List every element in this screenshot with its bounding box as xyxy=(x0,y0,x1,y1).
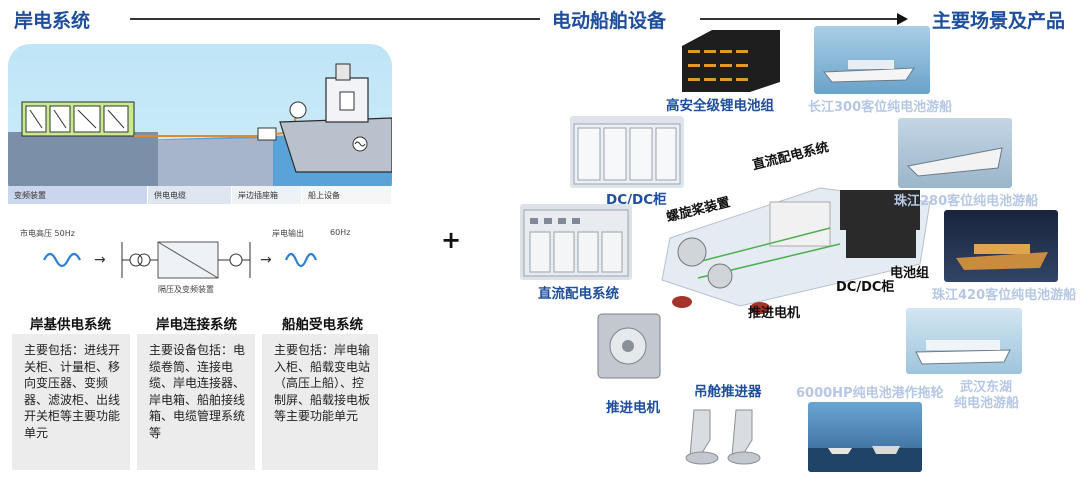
label-zhujiang420: 珠江420客位纯电池游船 xyxy=(932,288,1077,303)
svg-text:→: → xyxy=(260,252,272,268)
callout-battery: 电池组 xyxy=(890,266,930,281)
system-title-shore-supply: 岸基供电系统 xyxy=(30,317,111,333)
system-desc-ship-receiving: 主要包括：岸电输入柜、船载变电站（高压上船）、控制屏、船载接电板等主要功能单元 xyxy=(262,334,378,470)
band-shore-socket: 岸边插座箱 xyxy=(232,186,302,204)
svg-text:→: → xyxy=(94,252,106,268)
propulsion-motor-image xyxy=(588,304,668,388)
system-title-ship-receiving: 船舶受电系统 xyxy=(282,317,363,333)
arrow-right-icon xyxy=(897,13,908,25)
label-wuhan-line1: 武汉东湖 xyxy=(960,380,1013,395)
system-title-connection: 岸电连接系统 xyxy=(156,317,237,333)
wuhan-boat-image xyxy=(906,308,1022,374)
output-frequency-label: 60Hz xyxy=(330,228,351,237)
label-tugboat: 6000HP纯电池港作拖轮 xyxy=(796,386,944,401)
output-label: 岸电输出 xyxy=(272,229,304,238)
pod-thruster-image xyxy=(680,400,776,472)
header-electric-ship-equipment: 电动船舶设备 xyxy=(552,10,667,32)
band-frequency-converter: 变频装置 xyxy=(8,186,148,204)
header-shore-power-system: 岸电系统 xyxy=(14,10,91,32)
callout-dcdc: DC/DC柜 xyxy=(836,280,895,295)
system-desc-shore-supply: 主要包括：进线开关柜、计量柜、移向变压器、变频器、滤波柜、出线开关柜等主要功能单… xyxy=(12,334,130,470)
header-arrow-line xyxy=(700,18,898,20)
band-ship-equipment: 船上设备 xyxy=(302,186,392,204)
tugboat-image xyxy=(808,402,922,472)
shore-power-illustration xyxy=(8,63,392,204)
band-supply-cable: 供电电缆 xyxy=(148,186,232,204)
dc-distribution-image xyxy=(520,204,632,280)
header-connector-line xyxy=(130,18,540,20)
battery-pack-image xyxy=(672,26,782,94)
header-main-scenarios: 主要场景及产品 xyxy=(932,10,1066,32)
label-battery-pack: 高安全级锂电池组 xyxy=(666,98,774,114)
dcdc-cabinet-image xyxy=(570,116,684,188)
ship-equipment-layout xyxy=(661,187,931,314)
label-dc-distribution: 直流配电系统 xyxy=(538,286,619,302)
shore-power-diagram xyxy=(8,44,392,204)
system-desc-connection: 主要设备包括：电缆卷筒、连接电缆、岸电连接器、岸电箱、船舶接线箱、电缆管理系统等 xyxy=(137,334,255,470)
converter-label: 隔压及变频装置 xyxy=(158,285,214,294)
input-voltage-label: 市电高压 50Hz xyxy=(20,229,75,238)
zhujiang280-boat-image xyxy=(898,118,1012,188)
label-wuhan-line2: 纯电池游船 xyxy=(954,396,1020,411)
label-zhujiang280: 珠江280客位纯电池游船 xyxy=(894,194,1039,209)
callout-motor: 推进电机 xyxy=(748,306,801,321)
zhujiang420-boat-image xyxy=(944,210,1058,282)
converter-schematic: → → xyxy=(43,241,318,279)
label-propulsion-motor: 推进电机 xyxy=(606,400,660,416)
label-changjiang: 长江300客位纯电池游船 xyxy=(808,100,953,115)
label-pod-thruster: 吊舱推进器 xyxy=(694,384,762,400)
plus-sign: + xyxy=(441,226,462,254)
changjiang-boat-image xyxy=(814,26,930,94)
diagram-stage-band: 变频装置 供电电缆 岸边插座箱 船上设备 xyxy=(8,186,392,204)
